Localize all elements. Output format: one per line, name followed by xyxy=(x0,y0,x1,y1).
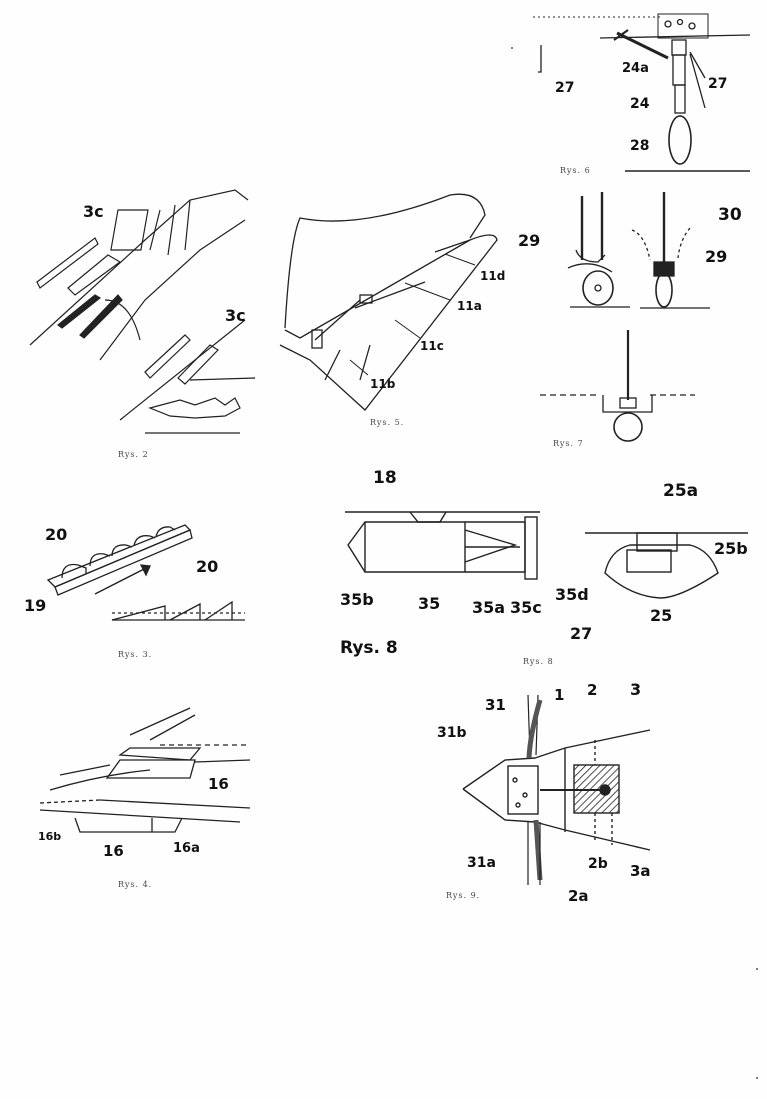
stray-marks xyxy=(511,47,758,1079)
figure-8-title: Rys. 8 xyxy=(340,638,398,658)
figure-4-radiators xyxy=(39,707,251,833)
label-2b: 2b xyxy=(588,856,608,872)
label-35d: 35d xyxy=(555,585,589,604)
label-31a: 31a xyxy=(467,855,496,871)
figure-7-labels: 29 30 29 Rys. 7 xyxy=(518,205,742,448)
label-24a: 24a xyxy=(622,61,649,76)
figure-8-fairing-labels: 25a 25b 25 27 Rys. 8 xyxy=(523,481,748,666)
label-25: 25 xyxy=(650,606,672,625)
figure-8-fairing xyxy=(585,532,748,599)
label-3c: 3c xyxy=(83,202,104,221)
label-25a: 25a xyxy=(663,481,698,501)
figure-5-caption: Rys. 5. xyxy=(370,418,404,427)
label-3: 3 xyxy=(630,680,641,699)
figure-8-drop-tank xyxy=(345,511,540,580)
label-16: 16 xyxy=(208,775,229,793)
figure-6-landing-gear xyxy=(533,13,751,172)
label-11b: 11b xyxy=(370,377,396,391)
figure-9-caption: Rys. 9. xyxy=(446,891,480,900)
figure-8-drop-tank-labels: 18 35b 35 35a 35c 35d Rys. 8 xyxy=(340,468,589,658)
label-24: 24 xyxy=(630,96,650,112)
figure-2-labels: 3c 3c Rys. 2 xyxy=(83,202,246,459)
figure-8-caption: Rys. 8 xyxy=(523,657,554,666)
label-35: 35 xyxy=(418,594,440,613)
label-1: 1 xyxy=(554,686,564,704)
label-11c: 11c xyxy=(420,339,444,353)
figure-2-caption: Rys. 2 xyxy=(118,450,149,459)
figure-4-caption: Rys. 4. xyxy=(118,880,152,889)
figure-5-tail-fin xyxy=(279,193,498,411)
figure-6-caption: Rys. 6 xyxy=(560,166,591,175)
label-16b: 16b xyxy=(38,830,61,843)
figure-3-labels: 20 20 19 Rys. 3. xyxy=(24,525,218,659)
label-31: 31 xyxy=(485,696,506,714)
label-16: 16 xyxy=(103,842,124,860)
label-28: 28 xyxy=(630,138,649,154)
label-35a: 35a xyxy=(472,598,505,617)
label-29: 29 xyxy=(518,231,540,250)
figure-7-tail-wheel xyxy=(540,192,710,442)
label-27: 27 xyxy=(555,80,574,96)
figure-4-labels: 16 16b 16 16a Rys. 4. xyxy=(38,775,229,889)
label-31b: 31b xyxy=(437,725,467,741)
label-27: 27 xyxy=(570,624,592,643)
figure-5-labels: 11d 11a 11c 11b Rys. 5. xyxy=(370,269,505,427)
label-11d: 11d xyxy=(480,269,505,283)
label-20: 20 xyxy=(196,557,218,576)
figure-2-cockpit xyxy=(29,189,256,434)
figure-7-caption: Rys. 7 xyxy=(553,439,584,448)
label-18: 18 xyxy=(373,468,397,488)
label-25b: 25b xyxy=(714,539,748,558)
label-20: 20 xyxy=(45,525,67,544)
label-16a: 16a xyxy=(173,841,200,856)
label-35b: 35b xyxy=(340,590,374,609)
label-2a: 2a xyxy=(568,887,589,905)
label-27: 27 xyxy=(708,76,727,92)
label-3c: 3c xyxy=(225,306,246,325)
figure-3-exhausts xyxy=(46,524,245,621)
figure-3-caption: Rys. 3. xyxy=(118,650,152,659)
label-35c: 35c xyxy=(510,598,542,617)
figure-9-spinner xyxy=(462,694,651,885)
label-11a: 11a xyxy=(457,299,482,313)
figure-6-labels: 27 24a 27 24 28 Rys. 6 xyxy=(555,61,727,175)
label-2: 2 xyxy=(587,681,597,699)
label-29: 29 xyxy=(705,247,727,266)
figure-9-labels: 31 1 2 3 31b 31a 2b 3a 2a Rys. 9. xyxy=(437,680,651,905)
label-19: 19 xyxy=(24,596,46,615)
label-3a: 3a xyxy=(630,862,651,880)
label-30: 30 xyxy=(718,205,742,225)
